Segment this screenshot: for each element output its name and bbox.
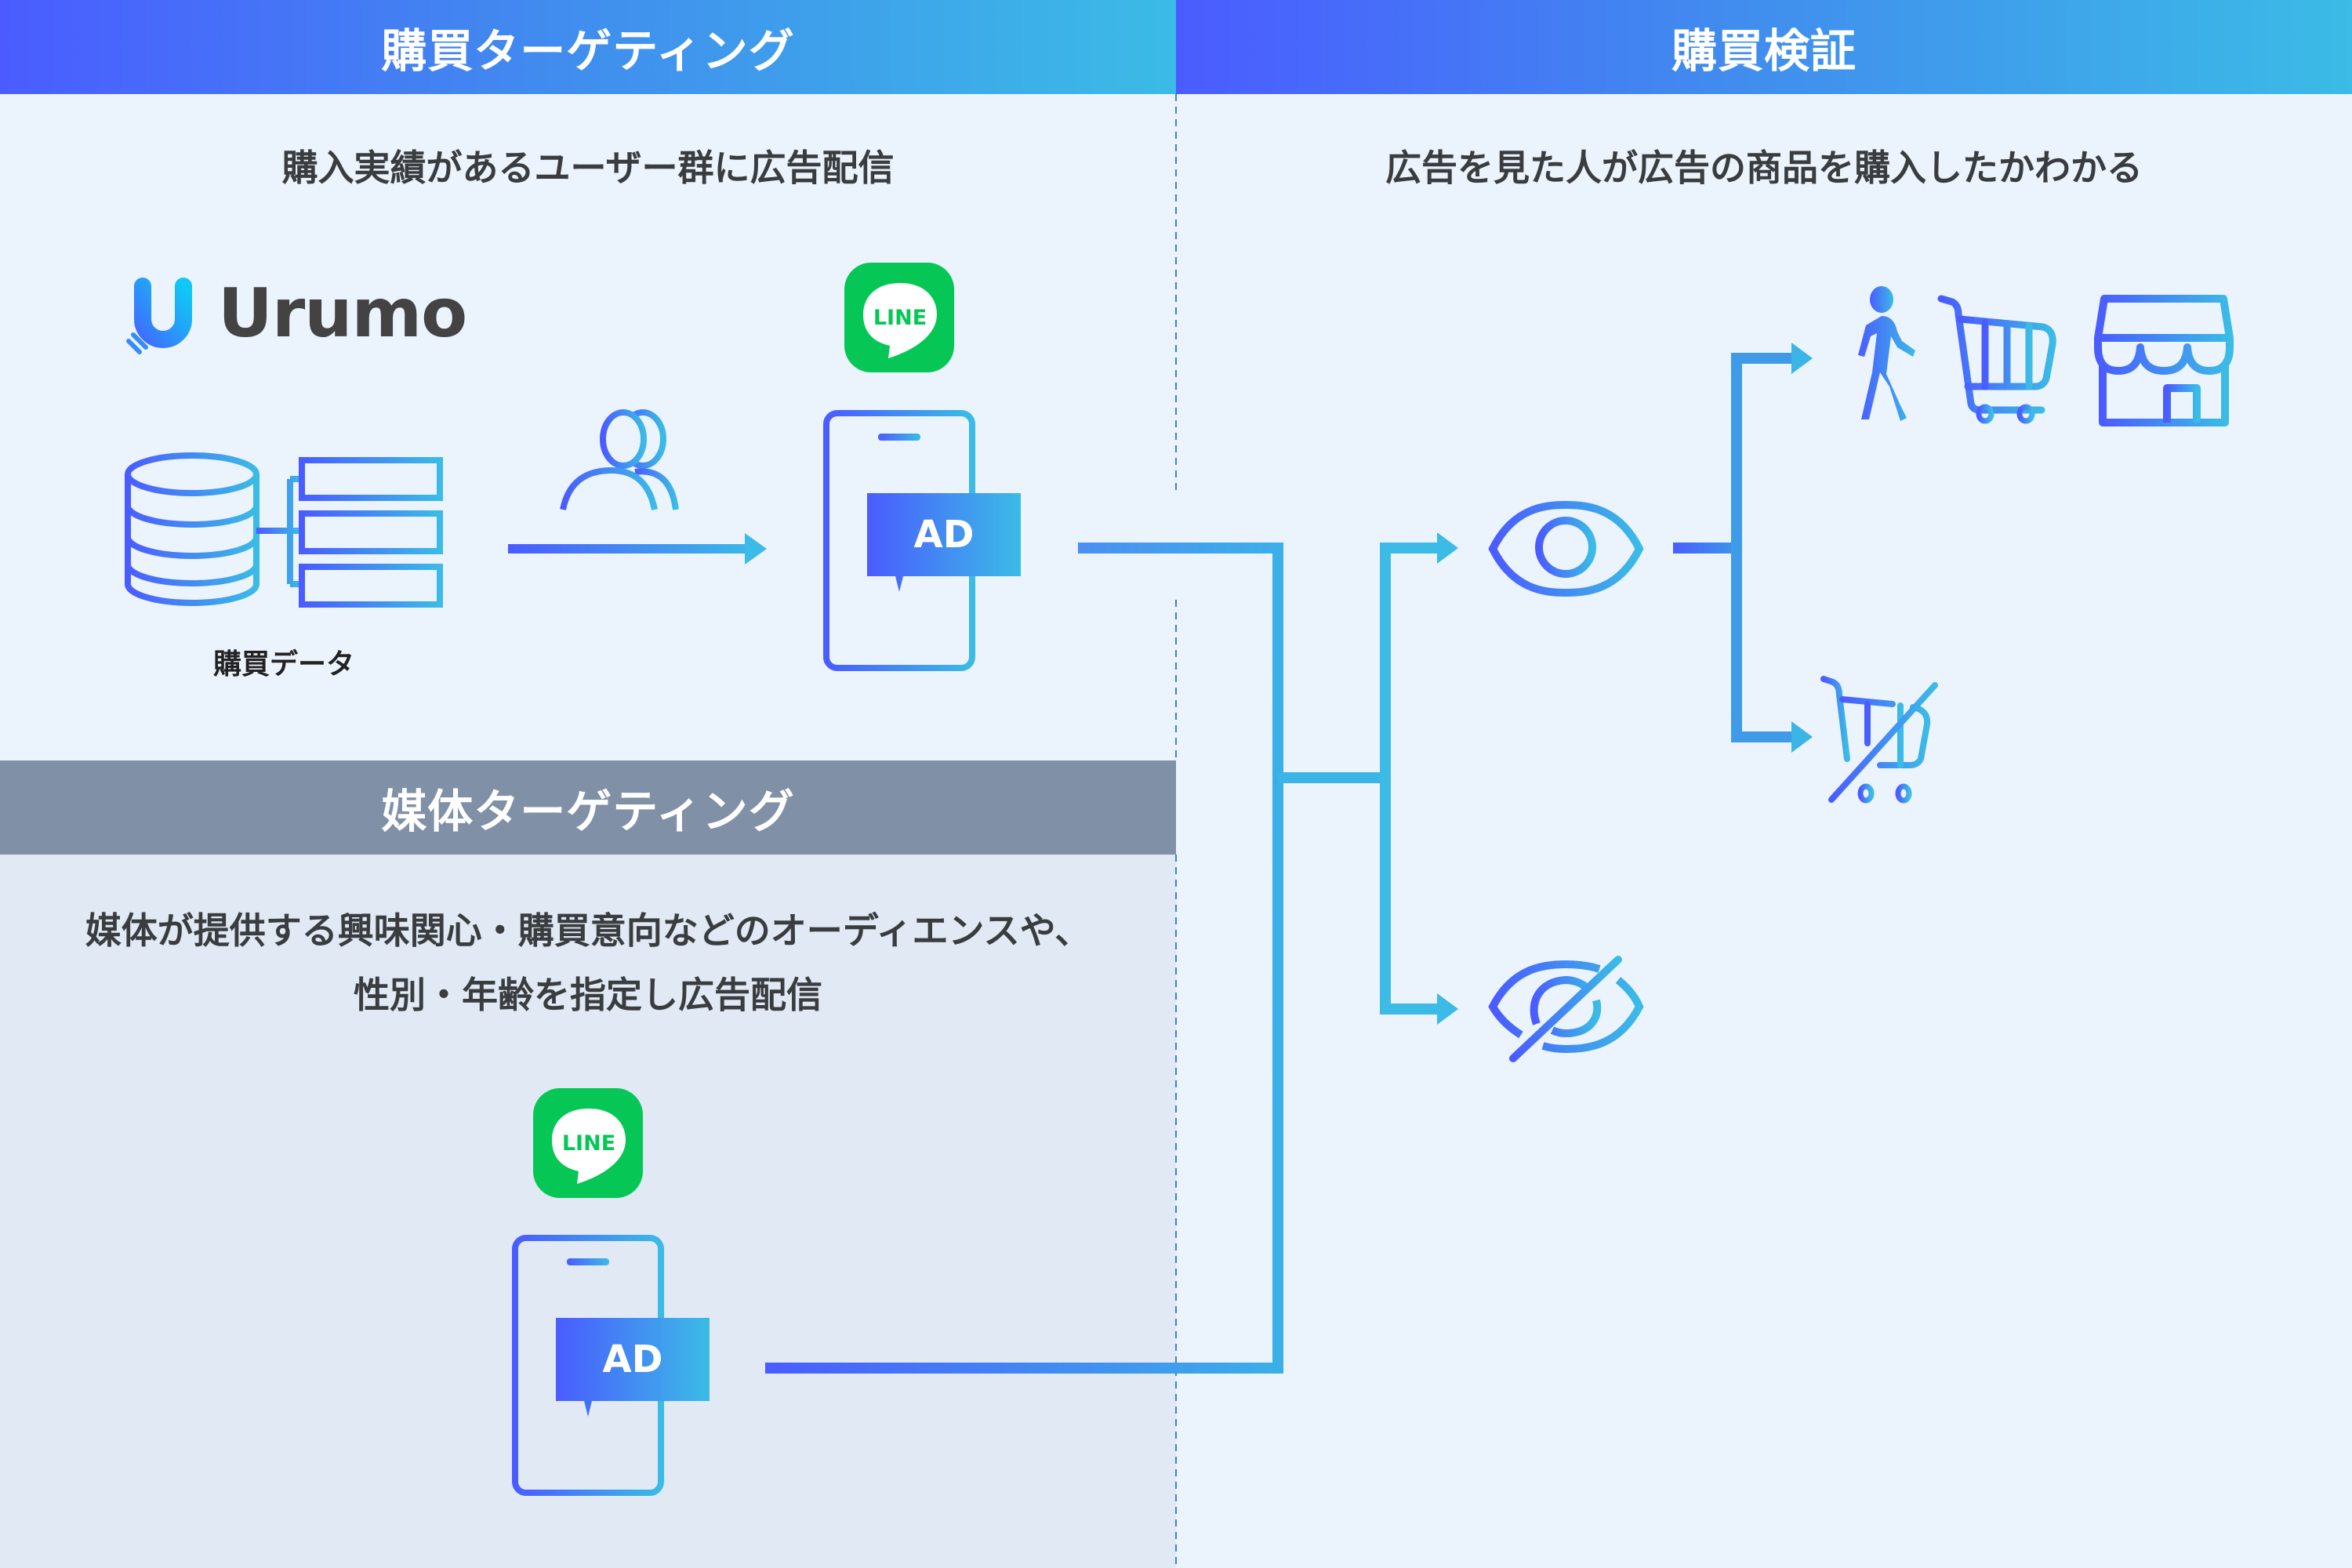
line-app-icon: LINE xyxy=(533,1088,643,1198)
section-divider xyxy=(1175,600,1177,760)
line-app-icon: LINE xyxy=(844,263,954,372)
connector-top-ad xyxy=(1078,543,1283,778)
connector-merge xyxy=(1278,532,1458,1025)
media-targeting-description-line1: 媒体が提供する興味関心・購買意向などのオーディエンスや、 xyxy=(85,909,1091,952)
shopping-cart-crossed-icon xyxy=(1820,676,1938,804)
purchase-targeting-description: 購入実績があるユーザー群に広告配信 xyxy=(281,147,895,189)
purchase-targeting-panel xyxy=(0,94,1176,760)
purchase-targeting-header: 購買ターゲティング xyxy=(0,0,1176,94)
purchase-verification-title: 購買検証 xyxy=(1671,24,1857,78)
line-app-label: LINE xyxy=(562,1131,615,1156)
purchase-targeting-title: 購買ターゲティング xyxy=(381,24,795,78)
media-line-ad-phone-icon xyxy=(512,1235,710,1496)
ad-badge-label: AD xyxy=(602,1338,663,1381)
urumo-logo-icon xyxy=(126,278,192,354)
section-divider xyxy=(1175,94,1177,494)
media-targeting-description-line2: 性別・年齢を指定し広告配信 xyxy=(354,974,822,1016)
shopping-cart-icon xyxy=(1937,295,2056,424)
connector-bottom-ad xyxy=(765,778,1283,1374)
purchase-verification-description: 広告を見た人が広告の商品を購入したかわかる xyxy=(1385,147,2143,189)
media-targeting-title: 媒体ターゲティング xyxy=(381,785,795,838)
walking-person-icon xyxy=(1858,286,1915,421)
purchase-database-icon xyxy=(125,452,443,608)
connector-outcomes xyxy=(1673,343,1813,753)
store-icon xyxy=(2094,295,2234,426)
line-app-label: LINE xyxy=(873,306,927,330)
purchase-data-caption: 購買データ xyxy=(213,648,355,681)
arrow-to-line-ad xyxy=(508,533,767,564)
media-targeting-panel xyxy=(0,855,1176,1568)
urumo-brand-name: Urumo xyxy=(218,274,467,353)
viewed-ad-eye-icon xyxy=(1488,500,1644,597)
line-ad-phone-icon xyxy=(823,410,1021,671)
ad-badge-label: AD xyxy=(913,513,975,557)
media-targeting-header: 媒体ターゲティング xyxy=(0,760,1176,855)
section-divider xyxy=(1175,855,1177,1568)
not-viewed-ad-eye-slash-icon xyxy=(1488,956,1644,1062)
user-group-icon xyxy=(560,409,679,510)
purchase-verification-header: 購買検証 xyxy=(1176,0,2352,94)
